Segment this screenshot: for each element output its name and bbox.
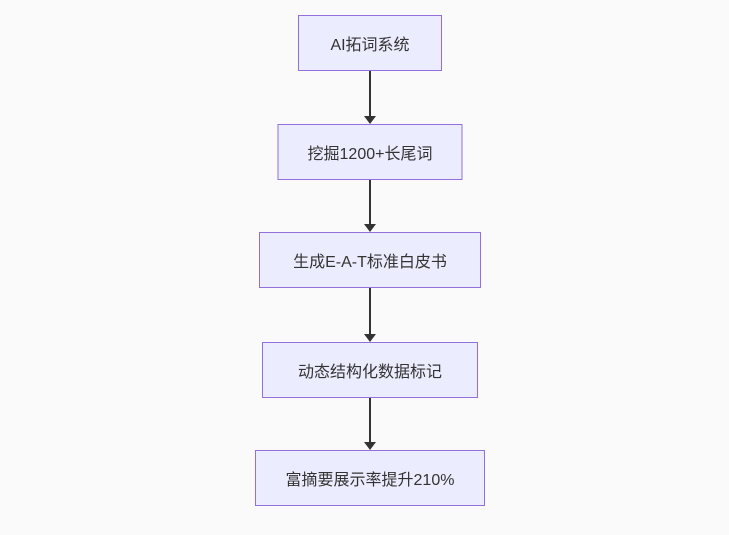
flow-node-ai-system: AI拓词系统 (298, 15, 442, 71)
flow-node-label: 富摘要展示率提升210% (285, 472, 455, 489)
arrow-down-icon (369, 180, 371, 224)
flow-node-structured-data: 动态结构化数据标记 (262, 342, 478, 398)
flow-node-rich-snippet-rate: 富摘要展示率提升210% (255, 450, 485, 506)
flow-node-label: 动态结构化数据标记 (297, 364, 442, 381)
flow-node-longtail-words: 挖掘1200+长尾词 (277, 124, 463, 180)
arrow-down-icon (369, 71, 371, 116)
flow-node-label: AI拓词系统 (330, 37, 410, 54)
flow-node-label: 生成E-A-T标准白皮书 (293, 254, 447, 271)
arrow-down-icon (369, 398, 371, 442)
flow-node-eat-whitepaper: 生成E-A-T标准白皮书 (259, 232, 481, 288)
flow-node-label: 挖掘1200+长尾词 (307, 146, 433, 163)
arrow-down-icon (369, 288, 371, 334)
